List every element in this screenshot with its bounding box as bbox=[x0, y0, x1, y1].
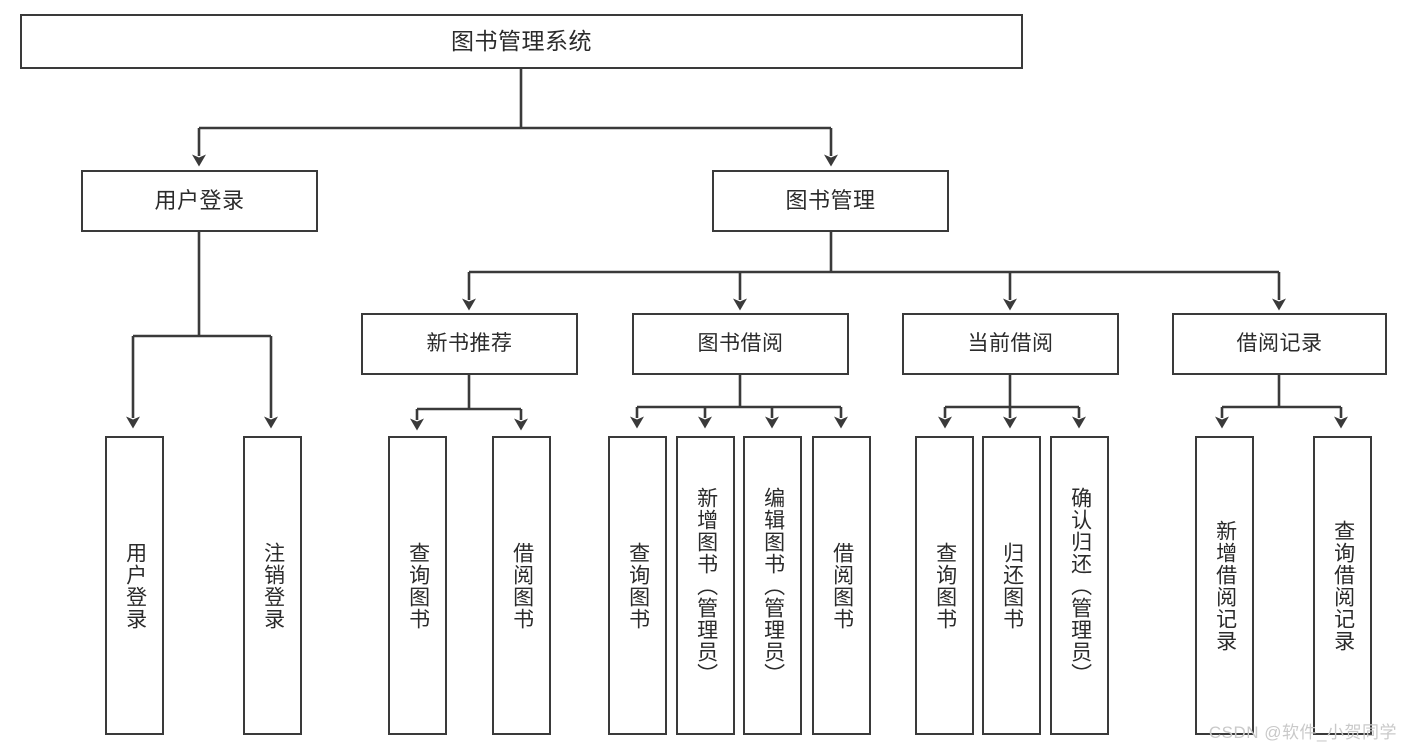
node-label: 借阅图书 bbox=[510, 541, 534, 630]
node-label: 图书借阅 bbox=[697, 332, 784, 356]
node-leaf-query-borrow-record[interactable]: 查询借阅记录 bbox=[1313, 436, 1372, 735]
node-user-login[interactable]: 用户登录 bbox=[81, 170, 318, 232]
node-leaf-add-borrow-record[interactable]: 新增借阅记录 bbox=[1195, 436, 1254, 735]
node-label: 查询图书 bbox=[933, 541, 957, 630]
node-leaf-add-book-admin[interactable]: 新增图书（管理员） bbox=[676, 436, 735, 735]
node-label: 注销登录 bbox=[261, 541, 285, 630]
node-book-management-system[interactable]: 图书管理系统 bbox=[20, 14, 1023, 69]
node-leaf-edit-book-admin[interactable]: 编辑图书（管理员） bbox=[743, 436, 802, 735]
node-label: 借阅图书 bbox=[830, 541, 854, 630]
node-new-book-recommend[interactable]: 新书推荐 bbox=[361, 313, 578, 375]
node-label: 图书管理 bbox=[785, 187, 876, 213]
node-book-borrow[interactable]: 图书借阅 bbox=[632, 313, 849, 375]
node-label: 图书管理系统 bbox=[451, 28, 592, 55]
node-leaf-borrow-book-1[interactable]: 借阅图书 bbox=[492, 436, 551, 735]
node-label: 确认归还（管理员） bbox=[1068, 486, 1092, 685]
node-label: 查询借阅记录 bbox=[1331, 519, 1355, 652]
node-label: 归还图书 bbox=[1000, 541, 1024, 630]
node-label: 用户登录 bbox=[154, 187, 245, 213]
node-leaf-logout-login[interactable]: 注销登录 bbox=[243, 436, 302, 735]
node-label: 用户登录 bbox=[123, 541, 147, 630]
node-leaf-return-book[interactable]: 归还图书 bbox=[982, 436, 1041, 735]
node-leaf-confirm-return-admin[interactable]: 确认归还（管理员） bbox=[1050, 436, 1109, 735]
node-leaf-user-login[interactable]: 用户登录 bbox=[105, 436, 164, 735]
node-label: 当前借阅 bbox=[967, 332, 1054, 356]
node-current-borrow[interactable]: 当前借阅 bbox=[902, 313, 1119, 375]
node-borrow-record[interactable]: 借阅记录 bbox=[1172, 313, 1387, 375]
node-label: 新书推荐 bbox=[426, 332, 513, 356]
node-label: 查询图书 bbox=[626, 541, 650, 630]
node-leaf-query-book-2[interactable]: 查询图书 bbox=[608, 436, 667, 735]
node-label: 新增借阅记录 bbox=[1213, 519, 1237, 652]
node-leaf-query-book-1[interactable]: 查询图书 bbox=[388, 436, 447, 735]
node-label: 新增图书（管理员） bbox=[694, 486, 718, 685]
node-label: 查询图书 bbox=[406, 541, 430, 630]
node-leaf-borrow-book-2[interactable]: 借阅图书 bbox=[812, 436, 871, 735]
node-leaf-query-book-3[interactable]: 查询图书 bbox=[915, 436, 974, 735]
node-label: 借阅记录 bbox=[1236, 332, 1323, 356]
node-book-management[interactable]: 图书管理 bbox=[712, 170, 949, 232]
node-label: 编辑图书（管理员） bbox=[761, 486, 785, 685]
watermark-csdn: CSDN @软件_小贺同学 bbox=[1208, 723, 1397, 742]
